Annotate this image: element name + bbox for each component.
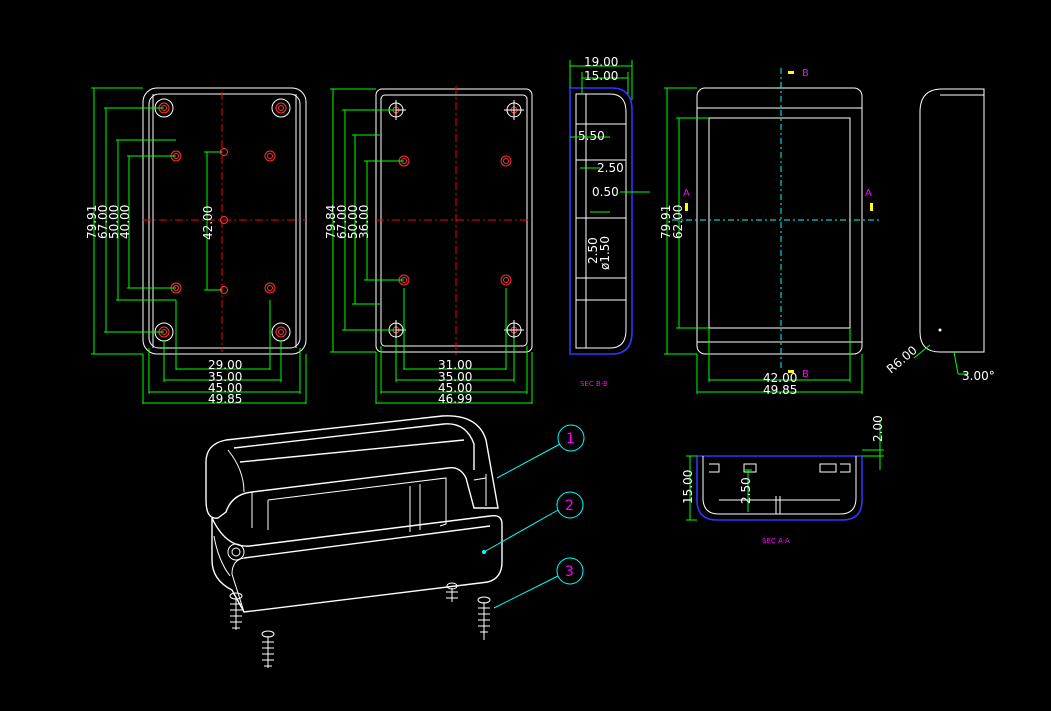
isometric-assembly [205, 415, 561, 668]
dim-bb-inner: 15.00 [584, 69, 618, 83]
marker-a-right [870, 203, 873, 211]
dim-v1-bottom-1: 29.00 [208, 358, 242, 372]
view-front: B B A A 79.91 62.00 42.00 49.85 [659, 68, 882, 397]
dim-profile-angle: 3.00° [962, 369, 995, 383]
view-lid-plan: 79.84 67.00 50.00 36.00 31.00 35.00 45.0… [324, 86, 533, 406]
dim-v1-bottom-4: 49.85 [208, 392, 242, 406]
view-bottom-plan: 79.91 67.00 50.00 40.00 42.00 29.00 35.0… [85, 87, 307, 406]
dim-v2-bottom-4: 46.99 [438, 392, 472, 406]
dim-v2-height: 79.84 [324, 205, 338, 239]
balloon-3-label: 3 [565, 564, 574, 580]
balloon-3: 3 [556, 557, 584, 585]
dim-bb-3: 0.50 [592, 185, 619, 199]
balloon-1-label: 1 [566, 431, 575, 447]
dim-v1-mid: 50.00 [107, 205, 121, 239]
dim-bb-2: 2.50 [597, 161, 624, 175]
dim-bb-1: 5.50 [578, 129, 605, 143]
dim-v2-bottom-1: 31.00 [438, 358, 472, 372]
dim-bb-4: 2.50 [586, 237, 600, 264]
lid-bosses [386, 100, 524, 340]
dim-v1-height: 79.91 [85, 205, 99, 239]
dim-v2-bottom-3: 45.00 [438, 381, 472, 395]
view-section-bb: 19.00 15.00 5.50 2.50 0.50 2.50 ø1.50 SE… [569, 55, 650, 388]
section-bb-title: SEC B-B [580, 380, 608, 388]
marker-b-label-bottom: B [802, 369, 809, 380]
dim-aa-rib: 2.50 [739, 477, 753, 504]
marker-b-bottom [788, 370, 794, 373]
dim-bb-width: 19.00 [584, 55, 618, 69]
dim-aa-height: 15.00 [681, 470, 695, 504]
dim-aa-wall: 2.00 [871, 415, 885, 442]
dim-front-window-width: 42.00 [763, 371, 797, 385]
dim-v2-bottom-2: 35.00 [438, 370, 472, 384]
balloon-2-label: 2 [565, 498, 574, 514]
marker-a-label-right: A [865, 188, 872, 199]
marker-b-top [788, 71, 794, 74]
dim-v1-bottom-3: 45.00 [208, 381, 242, 395]
marker-b-label-top: B [802, 68, 809, 79]
dim-v1-inner: 40.00 [118, 205, 132, 239]
dim-v2-inner: 36.00 [357, 205, 371, 239]
dim-front-height: 79.91 [659, 205, 673, 239]
dim-v1-boss-span: 67.00 [96, 205, 110, 239]
dim-front-width: 49.85 [763, 383, 797, 397]
section-aa-title: SEC A-A [762, 537, 790, 545]
dim-profile-radius: R6.00 [884, 343, 920, 376]
dim-bb-hole: ø1.50 [598, 236, 612, 270]
balloon-1: 1 [557, 424, 585, 452]
dim-v1-center: 42.00 [201, 206, 215, 240]
balloon-2: 2 [556, 491, 584, 519]
dim-v2-boss-span: 67.00 [335, 205, 349, 239]
marker-a-label-left: A [683, 188, 690, 199]
dim-v2-mid: 50.00 [346, 205, 360, 239]
view-section-aa: 2.00 15.00 2.50 SEC A-A [681, 415, 885, 545]
marker-a-left [685, 203, 688, 211]
dim-front-window: 62.00 [671, 205, 685, 239]
screws [229, 582, 491, 668]
view-profile: R6.00 3.00° [884, 88, 995, 383]
dim-v1-bottom-2: 35.00 [208, 370, 242, 384]
